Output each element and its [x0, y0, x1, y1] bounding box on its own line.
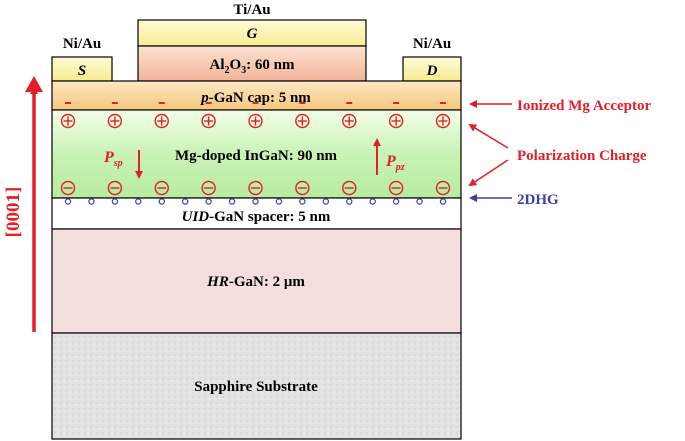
hole-symbol	[158, 198, 165, 205]
hole-symbol	[252, 198, 259, 205]
hole-symbol	[64, 198, 72, 205]
negative-charge-symbol	[248, 180, 263, 196]
positive-charge-symbol	[60, 113, 76, 129]
polarization-pointer-top	[468, 123, 509, 149]
polarization-charge-annotation: Polarization Charge	[517, 148, 647, 164]
2dhg-annotation: 2DHG	[517, 192, 559, 208]
hole-symbol	[439, 198, 447, 205]
gate-dielectric-label: Al2O3: 60 nm	[209, 57, 295, 76]
drain-metal-label: Ni/Au	[413, 36, 451, 52]
source-label: S	[78, 63, 86, 79]
positive-charge-symbol	[154, 113, 169, 129]
negative-charge-symbol	[201, 180, 216, 196]
ionized-acceptor-annotation: Ionized Mg Acceptor	[517, 98, 651, 114]
hole-symbol	[205, 198, 212, 205]
psp-label: Psp	[103, 149, 123, 169]
ppz-label: Ppz	[385, 153, 405, 173]
negative-charge-symbol	[154, 180, 169, 196]
negative-charge-symbol	[295, 180, 310, 196]
growth-direction-label: [0001]	[3, 187, 24, 238]
sapphire-substrate-label: Sapphire Substrate	[194, 379, 318, 395]
hole-symbol	[228, 198, 236, 205]
sapphire-substrate-layer	[51, 332, 462, 440]
gate-metal-pad	[137, 19, 367, 47]
growth-direction-arrowhead	[25, 76, 43, 92]
negative-polarization-charge-row	[60, 180, 451, 196]
hole-symbol	[181, 198, 189, 205]
hole-symbol	[111, 198, 119, 205]
hole-symbol	[135, 198, 142, 205]
hr-gan-buffer-layer	[51, 228, 462, 334]
hole-symbol	[299, 198, 306, 205]
negative-charge-symbol	[107, 180, 123, 196]
positive-charge-symbol	[248, 113, 263, 129]
negative-charge-symbol	[388, 180, 404, 196]
positive-charge-symbol	[295, 113, 310, 129]
negative-charge-symbol	[435, 180, 451, 196]
source-metal-label: Ni/Au	[63, 36, 101, 52]
source-contact	[51, 56, 113, 82]
positive-polarization-charge-row	[60, 113, 451, 129]
gate-label: G	[247, 26, 258, 42]
p-gan-cap-layer	[51, 80, 462, 111]
positive-charge-symbol	[107, 113, 123, 129]
drain-label: D	[426, 63, 438, 79]
hr-gan-buffer-label: HR-GaN: 2 μm	[206, 274, 305, 290]
negative-charge-symbol	[342, 180, 357, 196]
gate-dielectric	[137, 45, 367, 82]
ingan-barrier-label: Mg-doped InGaN: 90 nm	[175, 148, 338, 164]
hole-symbol	[88, 198, 95, 205]
positive-charge-symbol	[342, 113, 357, 129]
gate-metal-label: Ti/Au	[233, 2, 270, 18]
negative-charge-symbol	[60, 180, 76, 196]
positive-charge-symbol	[201, 113, 216, 129]
hole-symbol	[275, 198, 283, 205]
hole-symbol	[322, 198, 330, 205]
polarization-pointer-bottom	[468, 159, 509, 187]
hole-symbol	[416, 198, 423, 205]
uid-gan-spacer-label: UID-GaN spacer: 5 nm	[182, 209, 331, 225]
positive-charge-symbol	[435, 113, 451, 129]
2dhg-hole-row	[64, 198, 447, 205]
hole-symbol	[392, 198, 400, 205]
hole-symbol	[369, 198, 376, 205]
p-gan-cap-label: p-GaN cap: 5 nm	[199, 90, 311, 106]
positive-charge-symbol	[388, 113, 404, 129]
hole-symbol	[346, 198, 353, 205]
